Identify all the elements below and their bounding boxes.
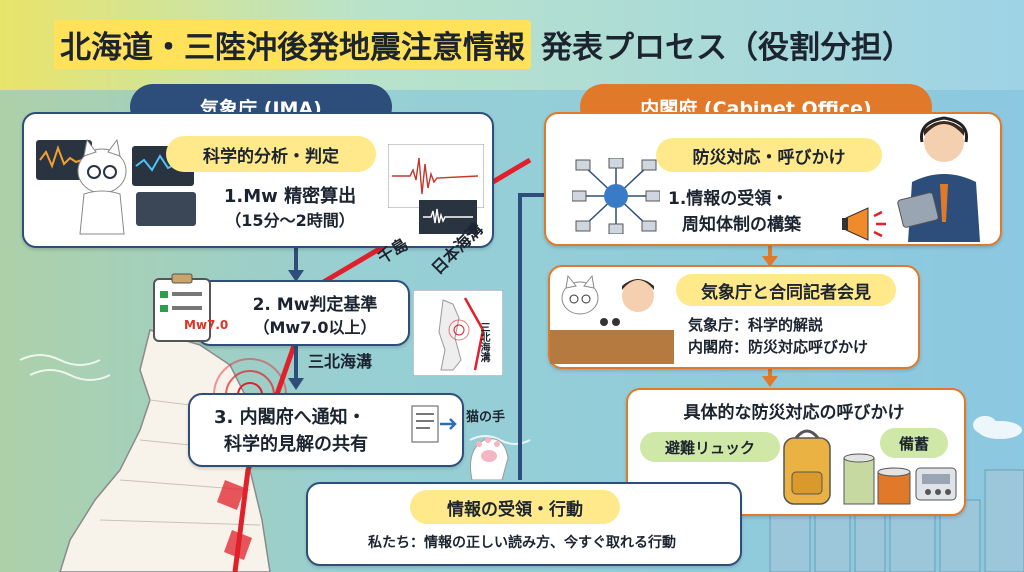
flow-arrowhead-2 <box>288 378 304 390</box>
jma-step1-tag-label: 科学的分析・判定 <box>203 146 339 167</box>
press-conference-illustration <box>550 274 674 364</box>
jma-step2-line2: （Mw7.0以上） <box>253 318 377 337</box>
cabinet-step2-tag-label: 気象庁と合同記者会見 <box>701 282 871 303</box>
clipboard-icon <box>153 273 211 342</box>
trench-hatch <box>217 480 252 560</box>
cloud-icon <box>973 416 1022 439</box>
cabinet-step3-title: 具体的な防災対応の呼びかけ <box>683 403 905 423</box>
japan-landmass <box>59 329 271 572</box>
network-globe-icon <box>572 158 660 234</box>
jma-step1-card <box>22 112 494 248</box>
public-tag: 情報の受領・行動 <box>410 490 620 524</box>
map-inset-trench-label: 三北海溝 <box>478 322 489 362</box>
official-person-illustration <box>897 116 980 242</box>
seismogram-thumbnail <box>419 200 477 234</box>
title-highlight: 北海道・三陸沖後発地震注意情報 <box>54 19 531 69</box>
map-inset <box>413 290 503 376</box>
flow-arrowhead-3 <box>762 256 778 267</box>
evacuation-bag-tag: 避難リュック <box>640 432 780 462</box>
page-title: 北海道・三陸沖後発地震注意情報 発表プロセス（役割分担） <box>54 16 974 72</box>
megaphone-icon <box>842 207 886 241</box>
podium <box>550 330 674 364</box>
public-tag-label: 情報の受領・行動 <box>447 499 583 520</box>
flow-arrowhead-4 <box>762 376 778 387</box>
title-rest: 発表プロセス（役割分担） <box>541 29 913 66</box>
seismogram-chart <box>388 144 484 208</box>
cabinet-step1-line1: 1.情報の受領・ <box>668 189 789 209</box>
flow-arrowhead-1 <box>288 270 304 282</box>
jma-step1-tag: 科学的分析・判定 <box>166 136 376 172</box>
clipboard-mw-label: Mw7.0 <box>184 318 229 332</box>
jma-step3-line1: 3. 内閣府へ通知・ <box>214 407 366 428</box>
cabinet-step2-tag: 気象庁と合同記者会見 <box>676 274 896 306</box>
cabinet-step2-line2: 内閣府：防災対応呼びかけ <box>688 338 869 356</box>
cabinet-step2-line1: 気象庁：科学的解説 <box>688 316 824 334</box>
canned-food-icon <box>843 453 911 505</box>
jma-step1-line2: （15分〜2時間） <box>225 211 355 230</box>
evacuation-bag-tag-label: 避難リュック <box>664 438 755 457</box>
jma-step3-line2: 科学的見解の共有 <box>224 434 368 455</box>
backpack-icon <box>783 429 831 505</box>
cat-paw-label: 猫の手 <box>466 410 506 425</box>
cabinet-step1-tag-label: 防災対応・呼びかけ <box>692 147 846 168</box>
cat-scientist-illustration <box>36 138 196 235</box>
jma-step2-card <box>196 280 410 346</box>
radio-icon <box>915 467 957 501</box>
laptop <box>136 192 196 226</box>
cabinet-step1-line2: 周知体制の構築 <box>682 215 801 235</box>
document-icon <box>411 405 457 443</box>
cabinet-step1-tag: 防災対応・呼びかけ <box>656 138 882 172</box>
cat-paw-icon <box>470 437 509 480</box>
lab-coat <box>79 190 125 235</box>
trench-label-sanriku: 三北海溝 <box>308 352 373 371</box>
stockpile-tag: 備蓄 <box>880 428 948 458</box>
jma-step2-line1: 2. Mw判定基準 <box>252 295 378 315</box>
jma-step1-line1: 1.Mw 精密算出 <box>223 186 357 207</box>
stockpile-tag-label: 備蓄 <box>898 434 929 453</box>
public-line: 私たち：情報の正しい読み方、今すぐ取れる行動 <box>368 535 676 551</box>
